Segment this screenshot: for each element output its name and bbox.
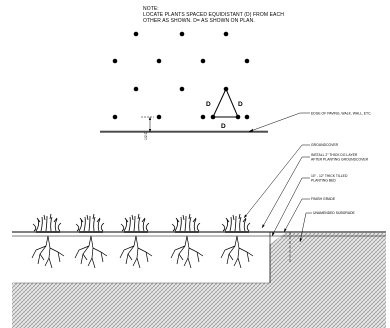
- roots-5: [220, 235, 254, 269]
- callout-finish-grade: FINISH GRADE: [311, 197, 336, 201]
- section-callouts: [243, 144, 312, 243]
- callout-tilled-1: 10" - 12" THICK TILLED: [311, 174, 348, 178]
- section-callout-arrows: [244, 214, 303, 242]
- plant-5: [221, 213, 251, 233]
- plant-4: [171, 213, 201, 233]
- section-ground: [12, 231, 386, 328]
- section-callout-text: GROUNDCOVER INSTALL 2" THICK DG LAYER AF…: [311, 143, 369, 215]
- callout-groundcover: GROUNDCOVER: [311, 143, 339, 147]
- spacing-label-left: D: [206, 101, 211, 108]
- note-line-2: OTHER AS SHOWN. D= AS SHOWN ON PLAN.: [143, 18, 255, 24]
- callout-edge: EDGE OF PAVING, WALK, WALL, ETC.: [311, 112, 372, 116]
- spacing-label-right: D: [238, 101, 243, 108]
- callout-mulch-2: AFTER PLANTING GROUNDCOVER: [311, 158, 369, 162]
- plant-2: [75, 213, 105, 233]
- edge-of-paving: EDGE OF PAVING, WALK, WALL, ETC.: [100, 112, 372, 133]
- plan-dot-grid: [112, 31, 250, 120]
- spacing-triangle: D D D: [206, 87, 243, 130]
- half-d-label: 1/2 D: [144, 131, 148, 140]
- callout-mulch-1: INSTALL 2" THICK DG LAYER: [311, 153, 358, 157]
- callout-tilled-2: PLANTING BED: [311, 179, 336, 183]
- plant-1: [32, 213, 62, 233]
- note-line-1: LOCATE PLANTS SPACED EQUIDISTANT (D) FRO…: [143, 12, 284, 18]
- groundcover-plants: [32, 213, 251, 233]
- note-block: NOTE: LOCATE PLANTS SPACED EQUIDISTANT (…: [143, 6, 284, 24]
- roots-2: [74, 235, 108, 269]
- half-d-dimension: 1/2 D: [141, 116, 154, 140]
- note-heading: NOTE:: [143, 6, 159, 12]
- spacing-label-bottom: D: [221, 123, 226, 130]
- roots-3: [119, 235, 153, 269]
- root-systems: [31, 235, 254, 269]
- plant-3: [120, 213, 150, 233]
- callout-subgrade: UNAMENDED SUBGRADE: [313, 211, 356, 215]
- roots-1: [31, 235, 65, 269]
- roots-4: [170, 235, 204, 269]
